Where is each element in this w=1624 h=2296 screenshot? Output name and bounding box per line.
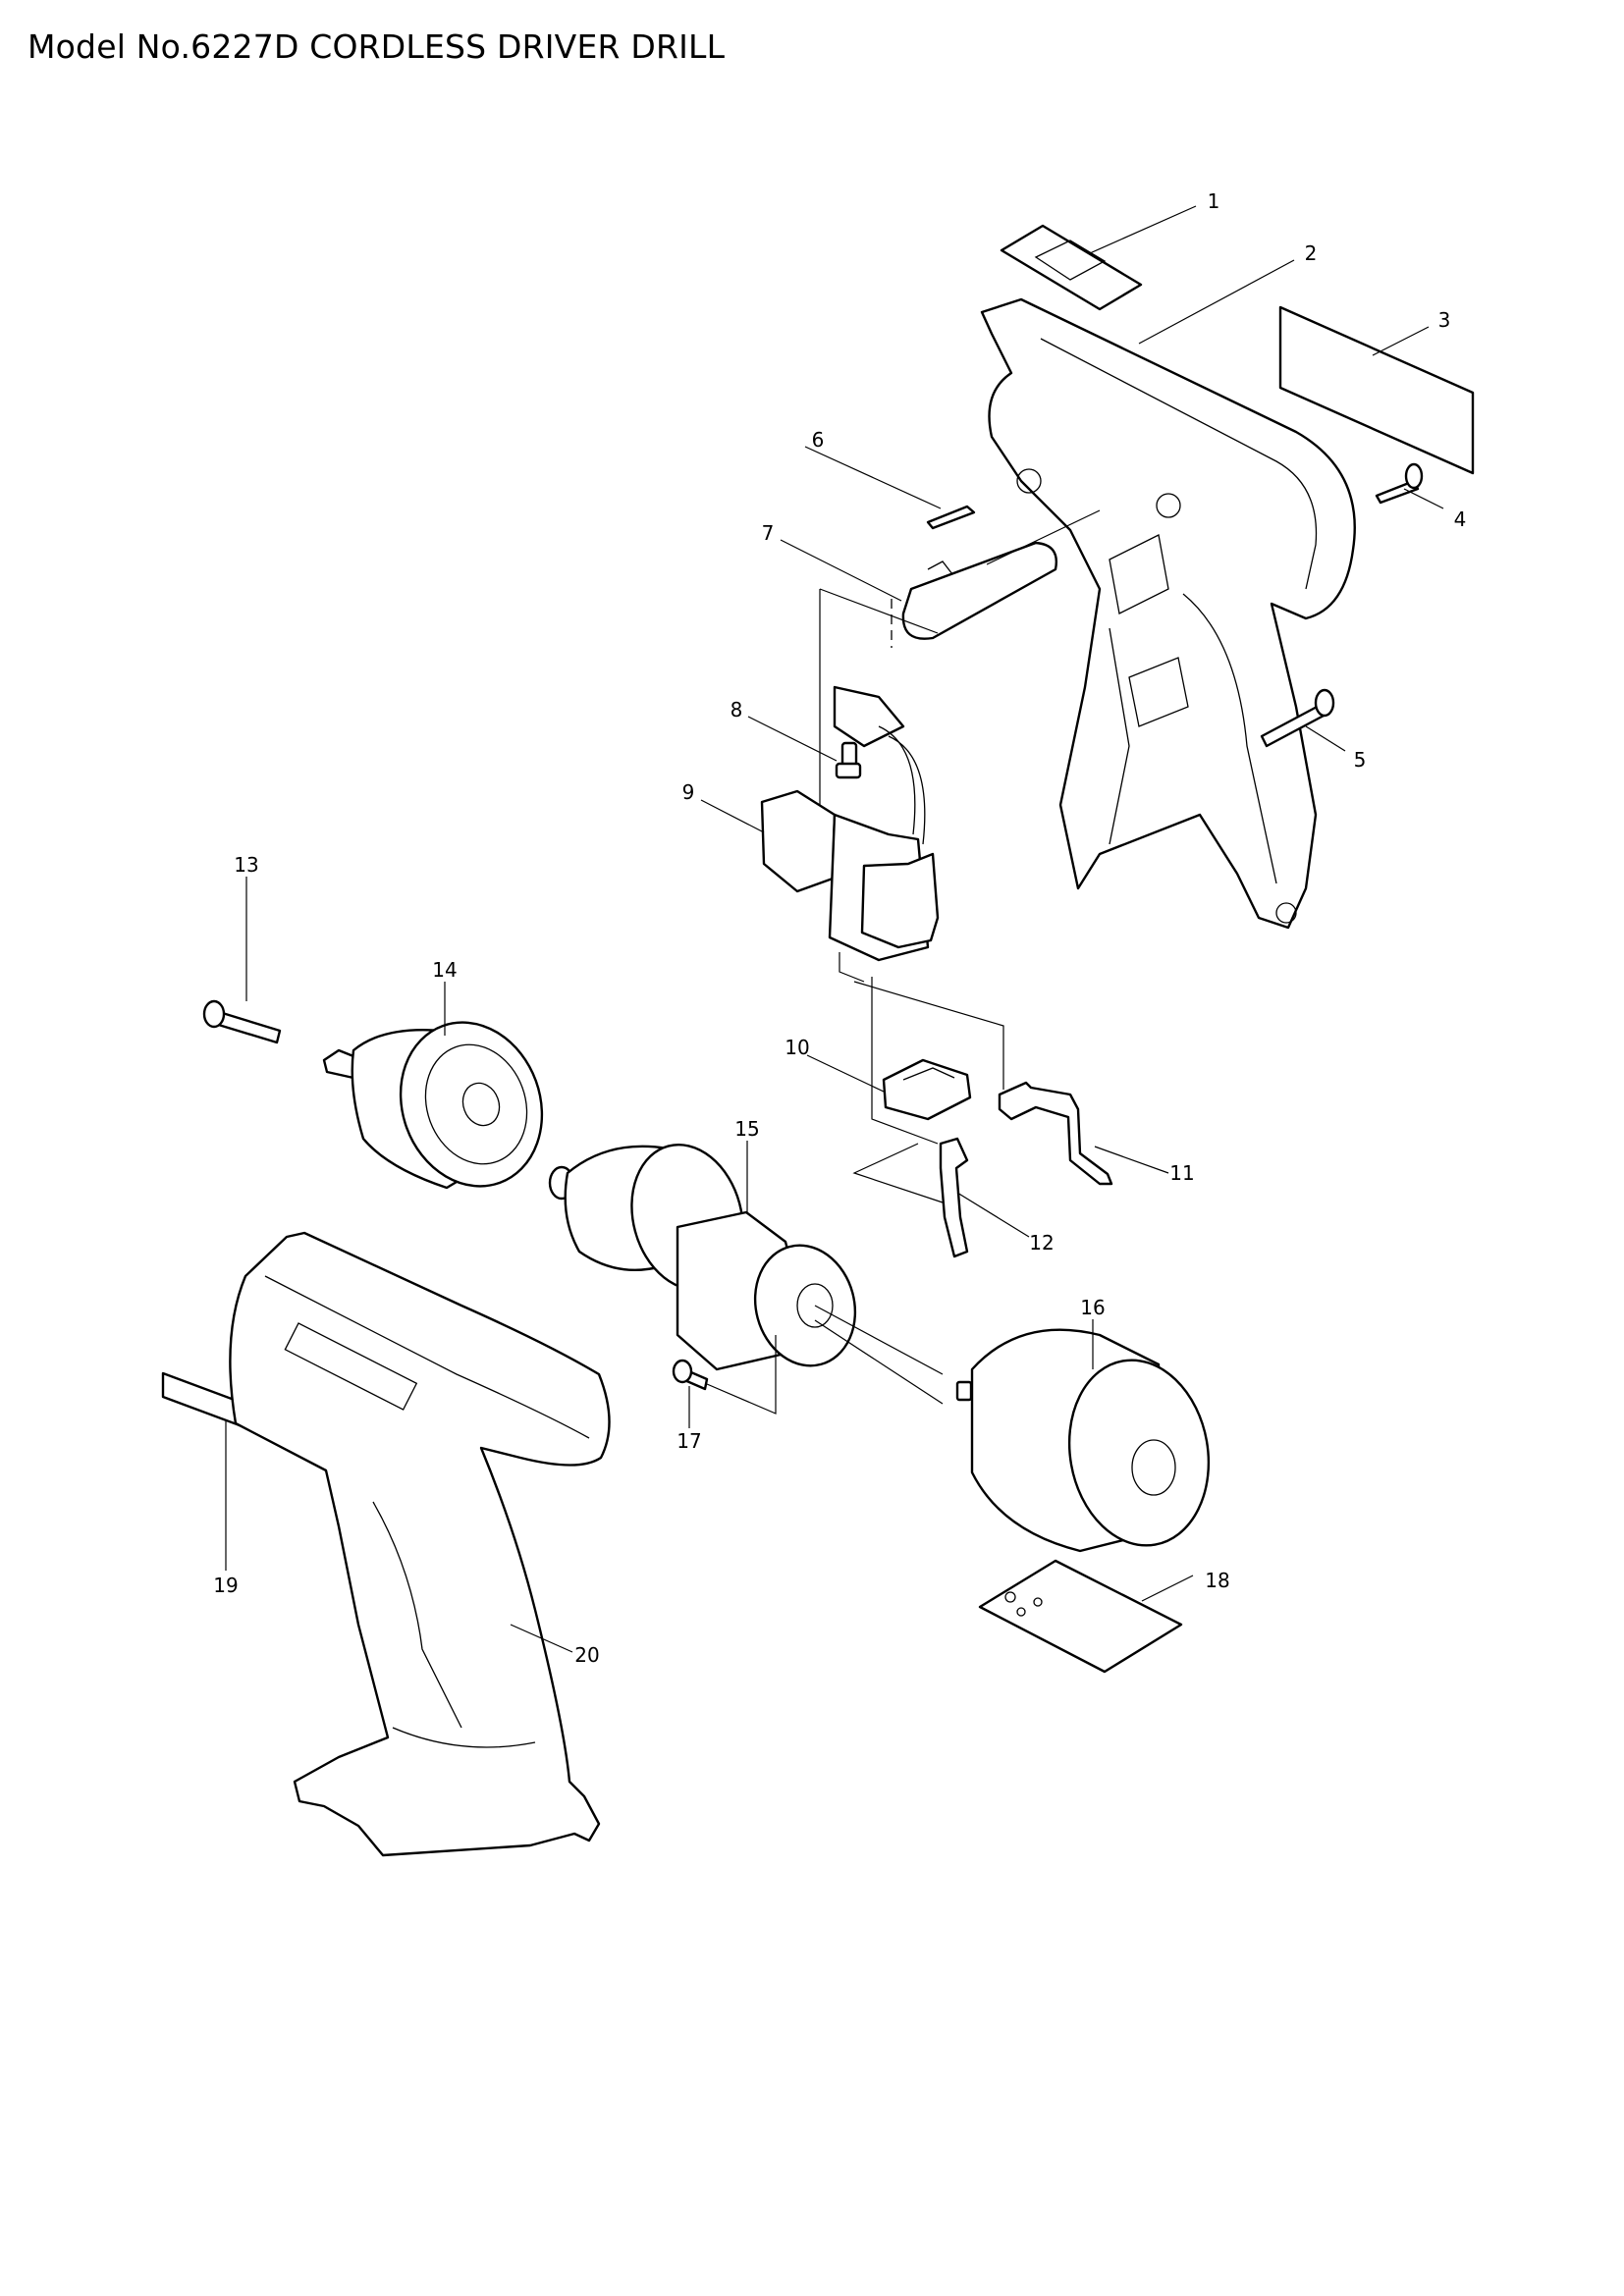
callout-2: 2 bbox=[1304, 241, 1318, 265]
part-5-screw-long bbox=[1260, 688, 1346, 752]
callout-4: 4 bbox=[1453, 507, 1467, 531]
callout-11: 11 bbox=[1169, 1161, 1195, 1185]
callout-5: 5 bbox=[1353, 748, 1367, 772]
part-9-switch bbox=[700, 685, 940, 983]
page-title: Model No.6227D CORDLESS DRIVER DRILL bbox=[27, 27, 726, 66]
callout-3: 3 bbox=[1437, 308, 1451, 332]
part-8-pin bbox=[747, 716, 862, 779]
part-13-chuck-screw bbox=[202, 877, 282, 1044]
callout-7: 7 bbox=[761, 521, 775, 545]
part-3-nameplate bbox=[1278, 305, 1475, 475]
callout-17: 17 bbox=[677, 1429, 702, 1453]
part-16-motor bbox=[955, 1319, 1211, 1553]
callout-9: 9 bbox=[681, 780, 695, 804]
callout-18: 18 bbox=[1205, 1569, 1230, 1592]
part-7-change-lever bbox=[780, 509, 1101, 648]
callout-6: 6 bbox=[811, 428, 825, 452]
callout-15: 15 bbox=[734, 1117, 760, 1141]
part-20-main-housing bbox=[229, 1231, 611, 1857]
callout-20: 20 bbox=[574, 1643, 600, 1667]
part-6-spring-clip bbox=[804, 446, 976, 530]
part-15-gear-assembly bbox=[548, 1141, 944, 1405]
part-2-housing-half bbox=[980, 259, 1356, 930]
part-18-insulation-sheet bbox=[978, 1559, 1194, 1674]
callout-10: 10 bbox=[785, 1036, 810, 1059]
part-14-drill-chuck bbox=[322, 982, 544, 1190]
part-12-terminal-short bbox=[852, 1137, 1030, 1258]
part-11-terminal-long bbox=[853, 981, 1169, 1186]
part-4-screw-short bbox=[1375, 462, 1444, 509]
callout-8: 8 bbox=[730, 698, 743, 721]
part-1-switch-plate bbox=[1000, 205, 1197, 311]
callout-14: 14 bbox=[432, 958, 458, 982]
callout-1: 1 bbox=[1207, 189, 1220, 213]
part-10-terminal-holder bbox=[806, 977, 972, 1145]
part-17-gear-screw bbox=[672, 1335, 777, 1428]
callout-16: 16 bbox=[1080, 1296, 1106, 1319]
callout-12: 12 bbox=[1029, 1231, 1055, 1255]
callout-19: 19 bbox=[213, 1574, 239, 1597]
callout-13: 13 bbox=[234, 853, 259, 877]
